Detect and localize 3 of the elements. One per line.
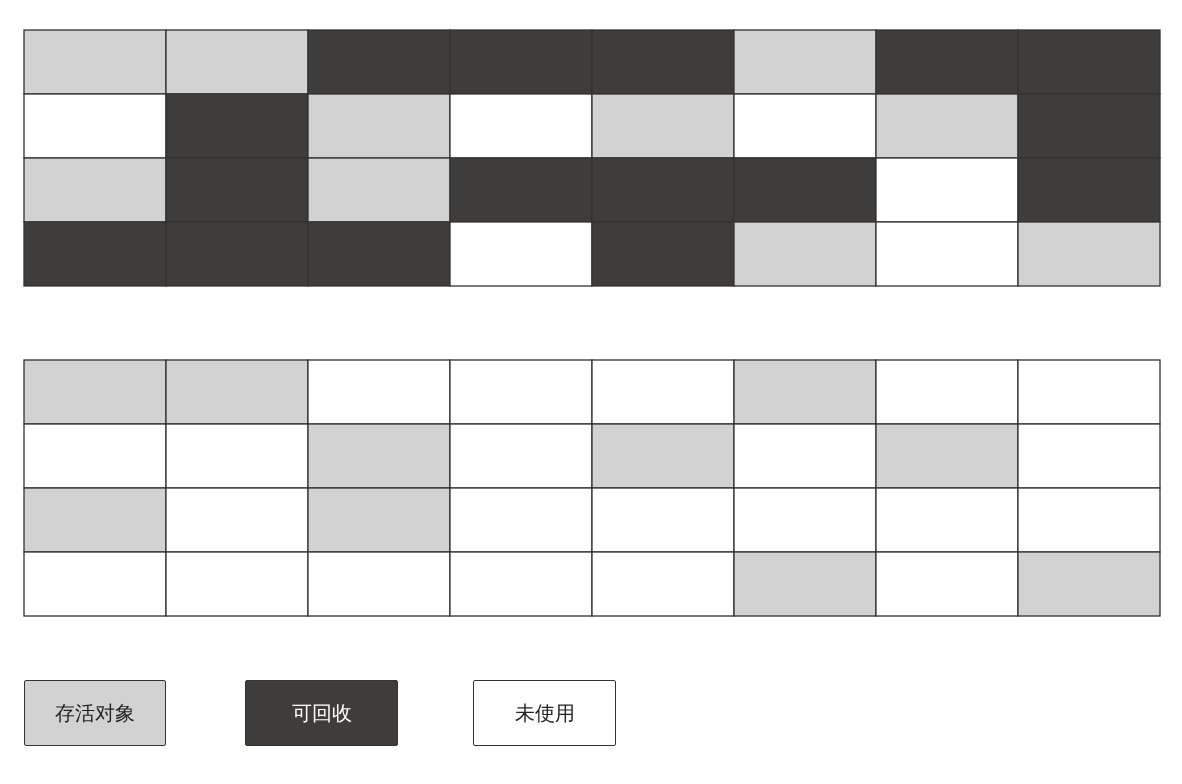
legend-label: 存活对象 xyxy=(55,701,135,725)
legend-label: 未使用 xyxy=(514,701,575,725)
legend-label: 可回收 xyxy=(291,701,352,725)
